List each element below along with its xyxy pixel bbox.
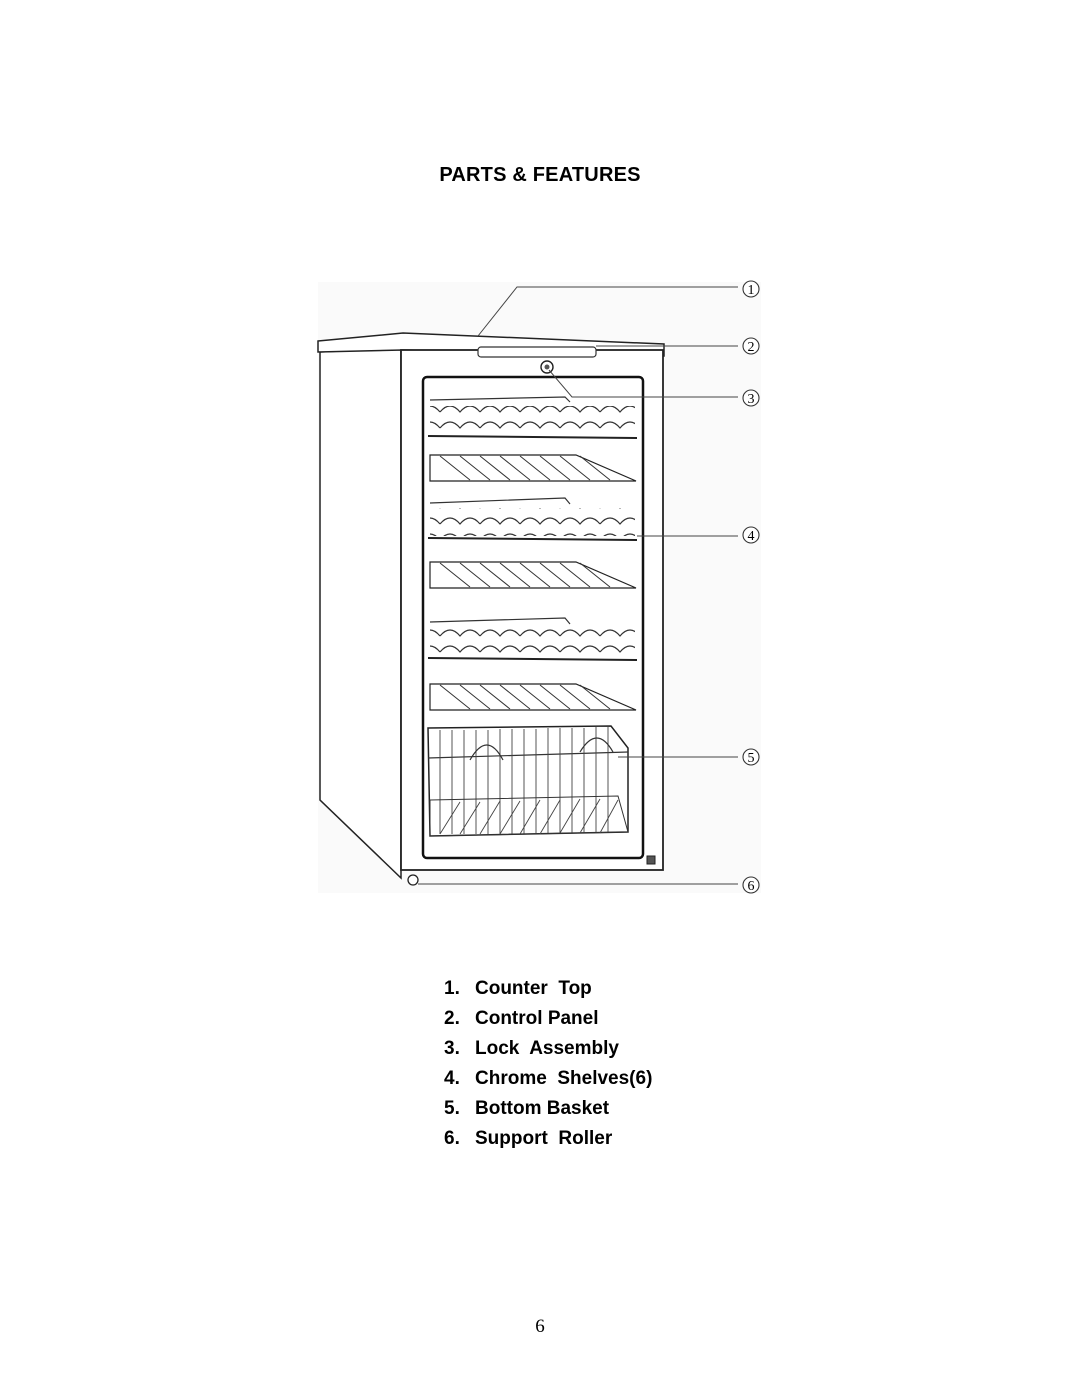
control-panel xyxy=(477,346,597,358)
item-number: 5. xyxy=(444,1098,460,1119)
svg-text:4: 4 xyxy=(748,529,755,544)
wine-rack-shelf xyxy=(427,396,638,439)
parts-list: 1. Counter Top 2. Control Panel 3. Lock Ass… xyxy=(444,974,652,1154)
wine-rack-shelf xyxy=(427,497,638,541)
callout-2: 2 xyxy=(742,337,760,355)
chrome-shelf xyxy=(429,561,637,589)
page-title: PARTS & FEATURES xyxy=(439,164,641,186)
list-item: 4. Chrome Shelves(6) xyxy=(444,1064,652,1094)
item-label: Control Panel xyxy=(475,1008,599,1029)
chrome-shelf xyxy=(429,454,637,482)
item-number: 3. xyxy=(444,1038,460,1059)
callout-4: 4 xyxy=(742,526,760,544)
wine-rack-shelf xyxy=(427,617,638,661)
item-number: 4. xyxy=(444,1068,460,1089)
page-number: 6 xyxy=(535,1316,545,1337)
wine-cooler-diagram: 1 2 3 4 5 6 xyxy=(317,280,761,894)
svg-text:2: 2 xyxy=(748,340,755,355)
list-item: 6. Support Roller xyxy=(444,1124,652,1154)
svg-text:1: 1 xyxy=(748,283,755,298)
item-number: 2. xyxy=(444,1008,460,1029)
callout-1: 1 xyxy=(742,280,760,298)
callout-5: 5 xyxy=(742,748,760,766)
item-label: Lock Assembly xyxy=(475,1038,619,1059)
callout-6: 6 xyxy=(742,876,760,894)
item-number: 6. xyxy=(444,1128,460,1149)
support-roller xyxy=(407,874,419,886)
list-item: 1. Counter Top xyxy=(444,974,652,1004)
chrome-shelf xyxy=(429,683,637,711)
item-label: Support Roller xyxy=(475,1128,613,1149)
callout-3: 3 xyxy=(742,389,760,407)
bottom-basket xyxy=(427,725,629,837)
item-label: Chrome Shelves(6) xyxy=(475,1068,653,1089)
svg-text:5: 5 xyxy=(748,751,755,766)
svg-text:3: 3 xyxy=(748,392,755,407)
item-number: 1. xyxy=(444,978,460,999)
item-label: Counter Top xyxy=(475,978,592,999)
list-item: 2. Control Panel xyxy=(444,1004,652,1034)
list-item: 5. Bottom Basket xyxy=(444,1094,652,1124)
item-label: Bottom Basket xyxy=(475,1098,610,1119)
front-foot xyxy=(646,855,656,865)
svg-text:6: 6 xyxy=(748,879,755,894)
list-item: 3. Lock Assembly xyxy=(444,1034,652,1064)
cabinet-side-panel xyxy=(319,347,402,880)
